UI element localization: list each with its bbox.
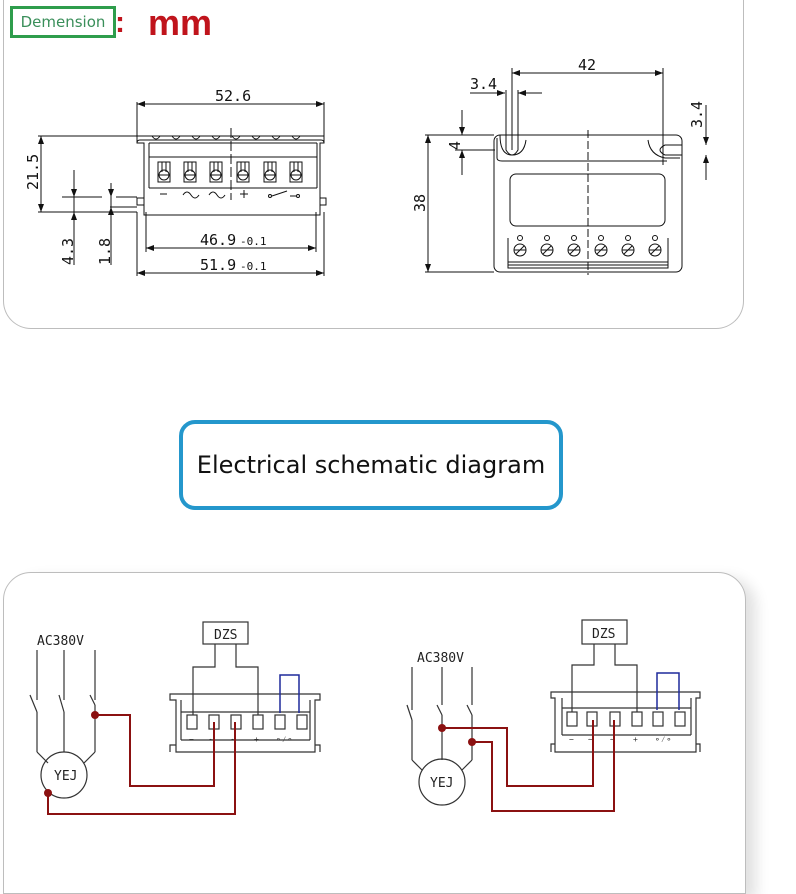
ac-symbol	[208, 191, 226, 199]
dim-label-overall-width: 52.6	[215, 87, 251, 105]
screw	[513, 235, 527, 257]
terminal	[236, 161, 250, 183]
terminal	[157, 161, 171, 183]
dim-tol-base-width: -0.1	[240, 260, 267, 273]
front-view	[38, 101, 327, 276]
unit-label: mm	[148, 2, 213, 43]
dim-label-slot-depth: 4	[446, 141, 464, 150]
screw	[648, 235, 662, 257]
dim-label-inner-width: 46.9	[200, 231, 236, 249]
dimension-panel	[3, 0, 744, 329]
plus-symbol	[240, 190, 248, 198]
dim-label-height: 38	[411, 194, 429, 212]
dim-tol-inner-width: -0.1	[240, 235, 267, 248]
dim-label-slot-right: 3.4	[688, 101, 706, 128]
screw	[540, 235, 554, 257]
screw	[567, 235, 581, 257]
terminal	[289, 161, 303, 183]
dim-label-a: 4.3	[59, 238, 77, 265]
screw	[594, 235, 608, 257]
dim-label-base-width: 51.9	[200, 256, 236, 274]
top-view	[425, 68, 709, 275]
screw	[621, 235, 635, 257]
dim-label-hole-spacing: 42	[578, 56, 596, 74]
terminal	[183, 161, 197, 183]
terminal	[263, 161, 277, 183]
schematic-panel	[3, 572, 746, 894]
dim-label-height: 21.5	[24, 154, 42, 190]
ac-symbol	[182, 191, 200, 199]
dim-label-b: 1.8	[96, 238, 114, 265]
section-title-electrical-schematic: Electrical schematic diagram	[179, 420, 563, 510]
dimension-drawings: 52.6 21.5 4.3 1.8 46.9 -0.1 51.9 -0.1	[24, 56, 709, 276]
top-view-labels: 42 3.4 3.4 4 38	[411, 56, 706, 212]
switch-symbol	[268, 190, 300, 198]
dim-label-slot-left: 3.4	[470, 75, 497, 93]
dimension-tag: Demension	[10, 6, 116, 38]
front-view-labels: 52.6 21.5 4.3 1.8 46.9 -0.1 51.9 -0.1	[24, 87, 267, 274]
unit-colon: :	[115, 6, 125, 39]
terminal	[209, 161, 223, 183]
